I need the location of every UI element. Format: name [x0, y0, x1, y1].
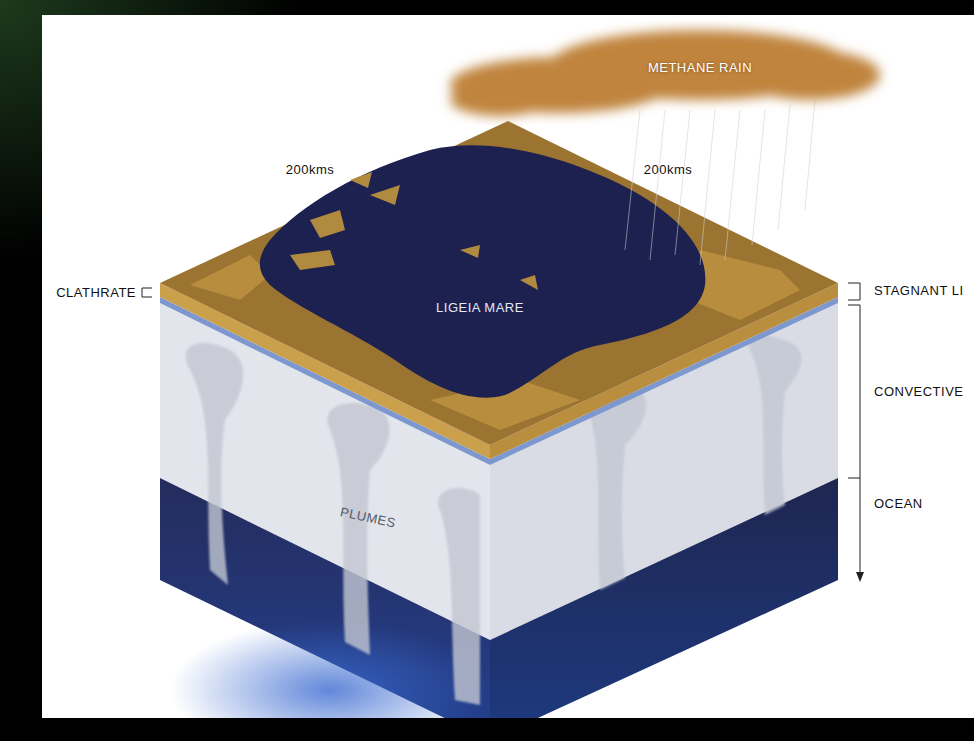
- ocean-glow: [170, 620, 490, 718]
- cloud-label: METHANE RAIN: [648, 61, 752, 75]
- surface: [160, 121, 838, 445]
- panel: [42, 15, 974, 718]
- layer-label: CONVECTIVE: [874, 385, 964, 399]
- dimension-label: 200kms: [644, 163, 693, 177]
- islands: [290, 172, 538, 290]
- rain: [625, 100, 815, 265]
- dimension-label: 200kms: [286, 163, 335, 177]
- layer-label: OCEAN: [874, 497, 923, 511]
- arrow-head: [856, 572, 864, 582]
- ocean-layer: [490, 478, 838, 718]
- sea: [260, 145, 706, 397]
- place-label: LIGEIA MARE: [436, 301, 524, 315]
- layer-label: STAGNANT LI: [874, 284, 964, 298]
- layer-brackets: [142, 283, 860, 578]
- layer-label: CLATHRATE: [56, 286, 136, 300]
- methane-cloud: [450, 30, 880, 116]
- feature-label: PLUMES: [339, 505, 397, 531]
